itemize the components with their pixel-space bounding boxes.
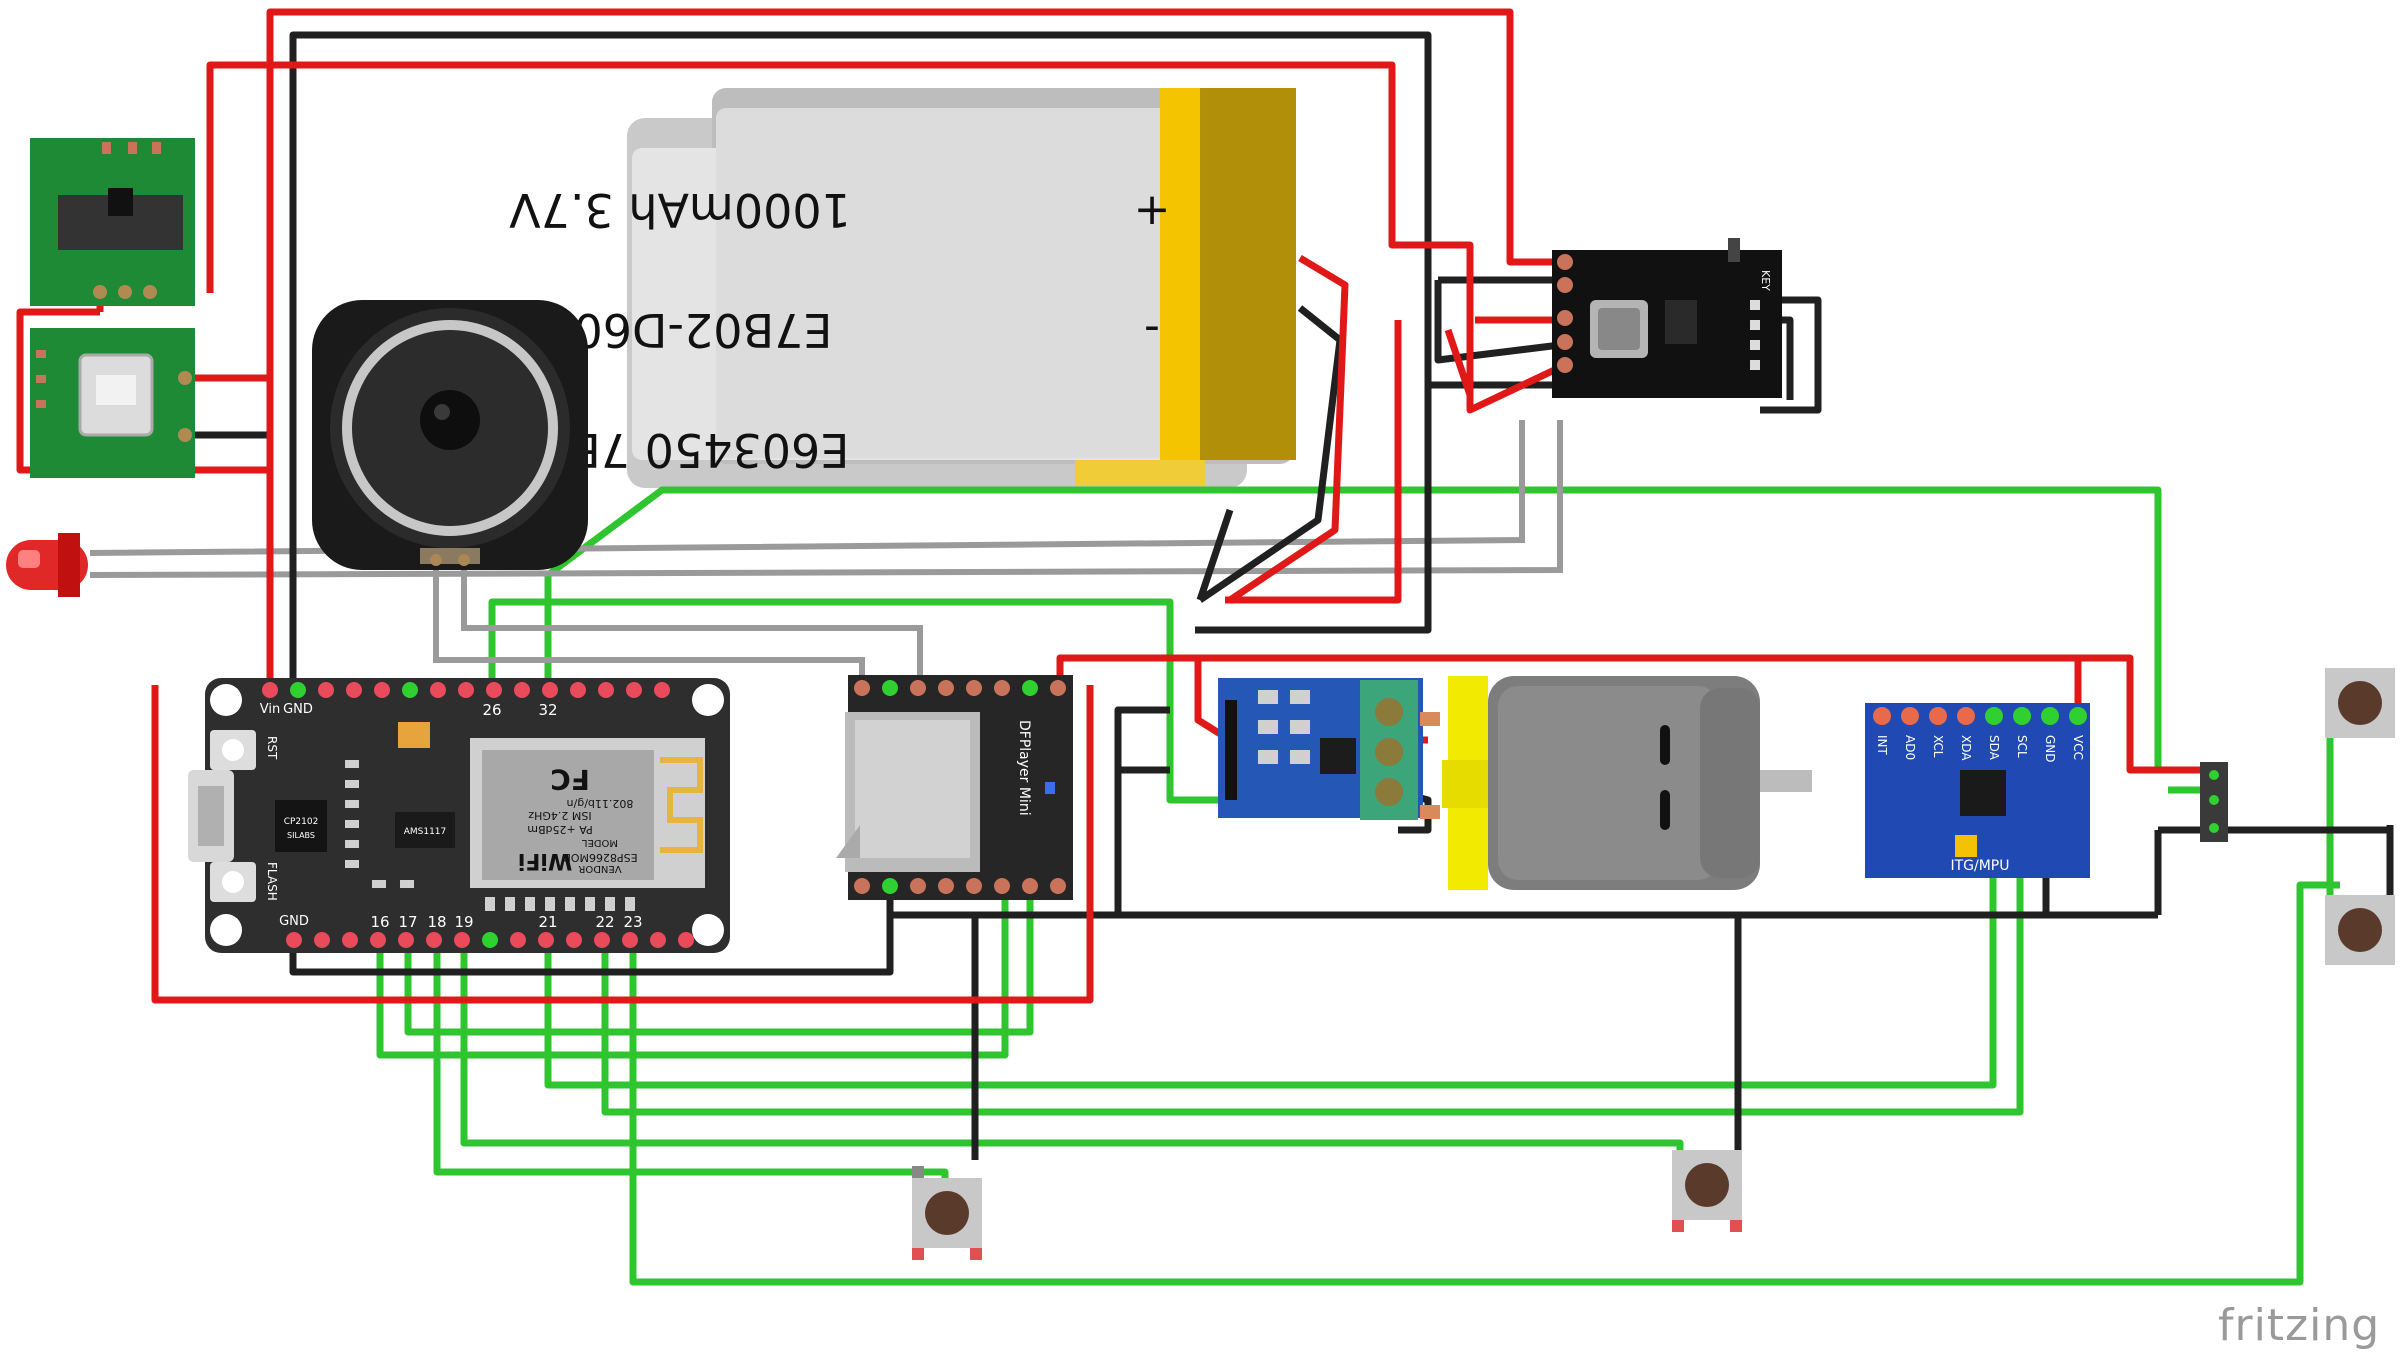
esp-pin-32: 32 <box>538 701 557 719</box>
dc-motor <box>1442 676 1812 890</box>
wire-green-pin22 <box>601 710 2024 1116</box>
wire-grey-speaker-b <box>461 560 923 690</box>
esp-pin-18: 18 <box>427 913 446 931</box>
speaker <box>312 300 588 570</box>
wire-red-charger-out <box>1225 320 1402 604</box>
push-button-1[interactable] <box>912 1166 982 1260</box>
esp-freq: 802.11b/g/n <box>567 797 634 810</box>
wire-red-esp-loop <box>151 685 1094 1004</box>
battery: 1000mAh 3.7V E7B02-D60-1 E603450 7B20 + … <box>509 88 1296 488</box>
dfplayer-mini: DFPlayer Mini <box>836 675 1073 900</box>
esp-flash-label: FLASH <box>265 862 279 901</box>
wire-red-chg-b <box>1444 328 1474 397</box>
wire-red-switch-top <box>206 61 1567 414</box>
charger-key-label: KEY <box>1759 270 1772 291</box>
esp-wifi-logo: WiFi <box>518 848 572 873</box>
esp-ism: ISM 2.4GHz <box>528 809 592 822</box>
charger-module: KEY <box>1552 238 1782 398</box>
mpu-pin-xcl: XCL <box>1931 735 1945 758</box>
esp-usb-chip <box>275 800 327 852</box>
esp-top-pin-row <box>262 682 670 698</box>
led <box>6 533 88 597</box>
wire-red-battery-pos <box>1228 254 1349 603</box>
wire-green-pin23 <box>629 881 2340 1286</box>
esp-regulator <box>395 812 455 848</box>
battery-plus-label: + <box>1134 184 1171 235</box>
esp-chip-ams1117: AMS1117 <box>404 827 447 837</box>
battery-capacity-label: 1000mAh 3.7V <box>509 183 851 237</box>
esp-pin-23: 23 <box>623 913 642 931</box>
esp-rst-label: RST <box>265 736 279 760</box>
mpu-pin-ad0: AD0 <box>1903 735 1917 760</box>
wire-black-esp-gnd <box>289 900 894 976</box>
esp-model-label: MODEL <box>582 837 619 848</box>
esp-chip-silabs: SILABS <box>287 831 315 840</box>
esp-model: ESP8266MOD <box>562 851 637 864</box>
esp-pin-26: 26 <box>482 701 501 719</box>
battery-minus-label: - <box>1144 300 1160 351</box>
wire-grey-led-b <box>89 420 1563 578</box>
mpu-pin-scl: SCL <box>2015 735 2029 758</box>
mpu-pin-gnd: GND <box>2043 735 2057 763</box>
esp-vendor-label: VENDOR <box>578 863 621 874</box>
esp-antenna <box>660 757 703 853</box>
wire-black-bat-lead <box>1196 508 1234 602</box>
mpu-pin-xda: XDA <box>1959 735 1973 761</box>
wire-black-chg-key <box>1750 296 1822 414</box>
esp-pin-vin: Vin <box>260 702 280 717</box>
wire-green-pin18 <box>433 945 949 1240</box>
esp8266-board: Vin GND 26 32 GND 16 17 18 19 21 22 23 R… <box>188 678 730 953</box>
wire-red-top-rail <box>1056 654 2215 774</box>
mpu-title: ITG/MPU <box>1950 858 2009 874</box>
esp-bottom-pin-row <box>286 932 694 948</box>
usb-module <box>30 328 195 478</box>
wire-black-charger-gnd <box>1195 385 1432 634</box>
wire-black-chg-2 <box>1434 280 1561 364</box>
esp-pin-16: 16 <box>370 913 389 931</box>
wire-green-pin26 <box>488 598 1225 804</box>
esp-capacitor <box>398 722 430 748</box>
wire-black-battery-neg <box>1198 305 1344 603</box>
wire-green-pin21 <box>544 710 1997 1089</box>
esp-cert-mark: FC <box>550 763 590 796</box>
fritzing-wordmark: fritzing <box>2218 1300 2381 1351</box>
esp-pin-gnd-top: GND <box>283 702 313 717</box>
esp-pin-21: 21 <box>538 913 557 931</box>
wire-black-driver-1 <box>1114 706 1170 915</box>
small-switch <box>2200 762 2228 842</box>
mpu-pin-vcc: VCC <box>2071 735 2085 760</box>
push-button-4[interactable] <box>2325 895 2395 965</box>
esp-pin-gnd-bottom: GND <box>279 914 309 929</box>
esp-pin-19: 19 <box>454 913 473 931</box>
mpu6050: INT AD0 XCL XDA SDA SCL GND VCC ITG/MPU <box>1865 703 2090 878</box>
push-button-2[interactable] <box>1672 1150 1742 1232</box>
esp-chip-cp2102: CP2102 <box>284 817 319 827</box>
motor-driver <box>1218 678 1440 820</box>
slide-switch <box>30 138 195 306</box>
esp-pin-22: 22 <box>595 913 614 931</box>
wire-red-vin-top <box>266 8 1565 690</box>
dfplayer-label: DFPlayer Mini <box>1016 720 1032 816</box>
esp-pin-17: 17 <box>398 913 417 931</box>
wire-black-gnd-top <box>289 31 1432 690</box>
mpu-pin-int: INT <box>1875 735 1889 756</box>
red-wires <box>16 8 2215 1004</box>
esp-pa: PA +25dBm <box>527 823 592 836</box>
push-button-3[interactable] <box>2325 668 2395 738</box>
mpu-pin-sda: SDA <box>1987 735 2001 761</box>
